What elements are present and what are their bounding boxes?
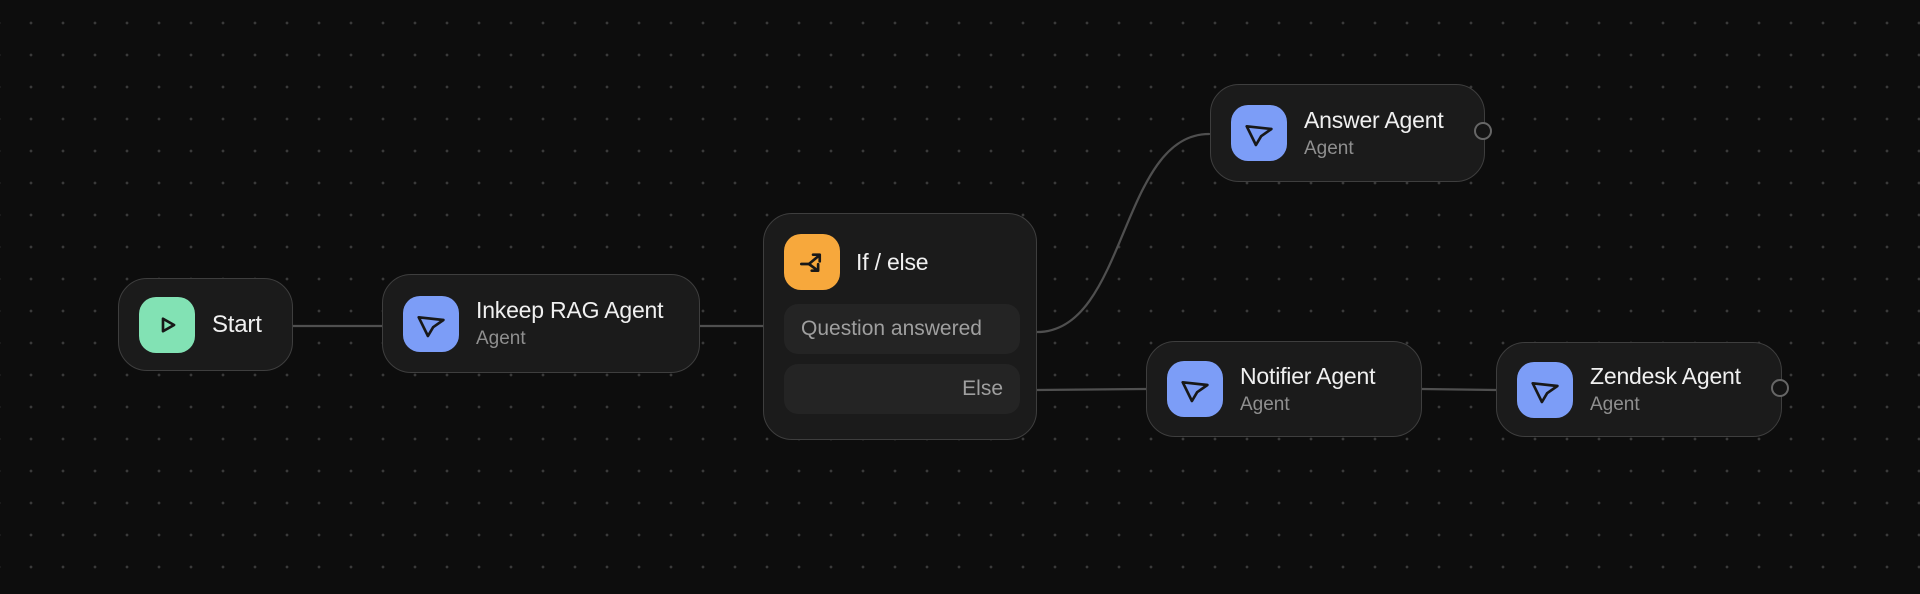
cursor-icon	[1167, 361, 1223, 417]
branch-else[interactable]: Else	[784, 364, 1020, 414]
node-if-else[interactable]: If / else Question answered Else	[763, 213, 1037, 440]
node-subtitle: Agent	[1240, 393, 1290, 415]
node-title: Answer Agent	[1304, 106, 1444, 133]
node-zendesk-agent[interactable]: Zendesk Agent Agent	[1496, 342, 1782, 437]
node-title: Start	[212, 310, 262, 338]
node-title: Notifier Agent	[1240, 362, 1376, 389]
node-subtitle: Agent	[1590, 394, 1640, 415]
node-zendesk-content: Zendesk Agent Agent	[1497, 343, 1781, 436]
play-icon	[139, 296, 195, 353]
branch-list: Question answered Else	[784, 304, 1020, 414]
node-subtitle: Agent	[476, 328, 526, 349]
node-title: Zendesk Agent	[1590, 363, 1741, 389]
edge-question-to-answer[interactable]	[1035, 132, 1211, 334]
connector-handle-zendesk-agent[interactable]	[1771, 379, 1789, 397]
edge-else-to-notifier[interactable]	[1035, 387, 1148, 392]
node-notifier-content: Notifier Agent Agent	[1147, 342, 1421, 436]
node-start-content: Start	[119, 279, 292, 370]
cursor-icon	[403, 295, 459, 352]
connector-handle-answer-agent[interactable]	[1474, 122, 1492, 140]
node-notifier-agent[interactable]: Notifier Agent Agent	[1146, 341, 1422, 437]
node-title: If / else	[856, 248, 929, 275]
node-start[interactable]: Start	[118, 278, 293, 371]
if-else-header: If / else	[784, 234, 1016, 290]
cursor-icon	[1231, 105, 1287, 161]
branch-question-answered[interactable]: Question answered	[784, 304, 1020, 354]
node-answer-agent[interactable]: Answer Agent Agent	[1210, 84, 1485, 182]
node-answer-content: Answer Agent Agent	[1211, 85, 1484, 181]
node-rag-content: Inkeep RAG Agent Agent	[383, 275, 699, 372]
branch-icon	[784, 234, 840, 290]
node-title: Inkeep RAG Agent	[476, 297, 664, 323]
node-subtitle: Agent	[1304, 137, 1354, 159]
node-inkeep-rag-agent[interactable]: Inkeep RAG Agent Agent	[382, 274, 700, 373]
edge-notifier-to-zendesk[interactable]	[1420, 387, 1498, 392]
cursor-icon	[1517, 361, 1573, 418]
